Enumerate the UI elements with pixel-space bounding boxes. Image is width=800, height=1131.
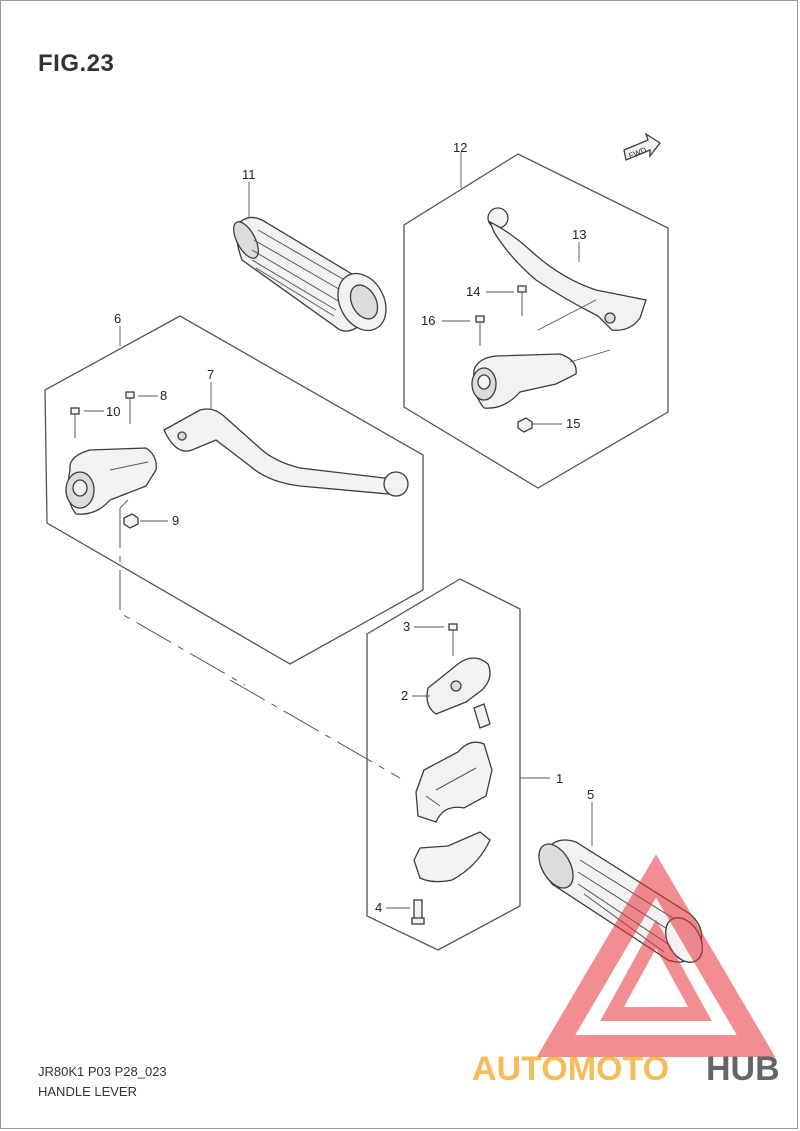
screw-8 <box>125 391 135 424</box>
screw-3 <box>448 623 458 656</box>
diagram-code: JR80K1 P03 P28_023 <box>38 1064 167 1079</box>
callout-numbers: 11 12 13 6 7 10 8 9 14 16 15 3 2 1 5 4 <box>106 140 594 915</box>
leader-lines <box>84 152 611 909</box>
nut-15 <box>517 417 533 433</box>
brake-perch <box>471 353 577 409</box>
group-outline-brake-lever <box>403 153 669 489</box>
connection-line <box>119 508 401 779</box>
switch-housing-lower <box>413 831 491 883</box>
screw-14 <box>517 285 527 316</box>
figure-title: FIG.23 <box>38 50 115 77</box>
switch-clip <box>473 703 491 729</box>
screw-16 <box>475 315 485 346</box>
group-outline-switch-housing <box>366 578 521 951</box>
watermark-text-hub: HUB <box>706 1050 780 1088</box>
callout-16: 16 <box>421 313 435 328</box>
callout-1: 1 <box>556 771 563 786</box>
switch-part-2 <box>426 657 491 715</box>
callout-3: 3 <box>403 619 410 634</box>
nut-9 <box>123 513 139 529</box>
callout-6: 6 <box>114 311 121 326</box>
brake-lever <box>487 207 647 331</box>
callout-4: 4 <box>375 900 382 915</box>
diagram-name: HANDLE LEVER <box>38 1084 137 1099</box>
watermark-logo: AUTOMOTO HUB <box>472 854 780 1088</box>
fwd-arrow-icon: FWD <box>623 132 661 161</box>
callout-10: 10 <box>106 404 120 419</box>
switch-housing-upper <box>415 741 493 823</box>
callout-7: 7 <box>207 367 214 382</box>
callout-11: 11 <box>242 167 256 182</box>
callout-2: 2 <box>401 688 408 703</box>
clutch-perch <box>65 447 157 515</box>
watermark-triangle-icon <box>536 854 776 1057</box>
callout-9: 9 <box>172 513 179 528</box>
callout-15: 15 <box>566 416 580 431</box>
callout-5: 5 <box>587 787 594 802</box>
screw-4 <box>411 899 425 925</box>
clutch-lever <box>163 408 409 497</box>
callout-8: 8 <box>160 388 167 403</box>
group-outline-clutch-lever <box>44 315 424 665</box>
callout-13: 13 <box>572 227 586 242</box>
screw-10 <box>70 407 80 438</box>
callout-12: 12 <box>453 140 467 155</box>
left-grip <box>233 216 387 332</box>
callout-14: 14 <box>466 284 480 299</box>
watermark-text-automoto: AUTOMOTO <box>472 1050 669 1088</box>
